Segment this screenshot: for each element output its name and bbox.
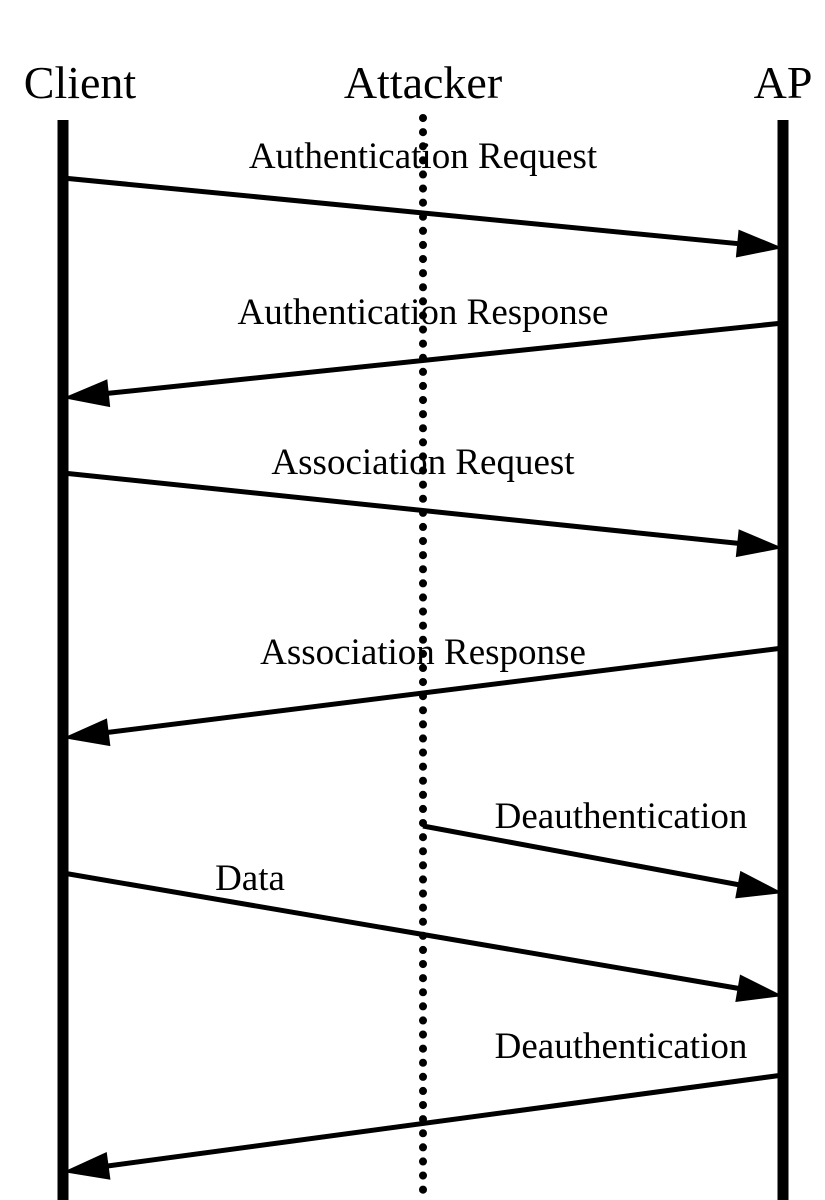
message-6: Data	[62, 858, 783, 1003]
message-1: Authentication Request	[62, 136, 783, 258]
lifeline-group	[57, 114, 789, 1200]
arrowhead-left-4	[63, 718, 111, 747]
message-line-4	[87, 645, 784, 738]
message-3: Association Request	[62, 442, 783, 558]
arrowhead-right-1	[735, 229, 783, 258]
message-line-7	[87, 1072, 784, 1172]
actor-label-ap: AP	[754, 57, 813, 108]
actor-label-client: Client	[24, 57, 137, 108]
message-label-2: Authentication Response	[238, 292, 609, 333]
message-label-3: Association Request	[271, 442, 575, 483]
message-label-6: Data	[215, 858, 285, 899]
message-label-5: Deauthentication	[495, 796, 748, 837]
arrowhead-right-6	[735, 974, 783, 1003]
message-7: Deauthentication	[63, 1026, 784, 1180]
message-line-1	[62, 175, 759, 249]
actor-label-attacker: Attacker	[344, 57, 502, 108]
message-4: Association Response	[63, 632, 784, 747]
arrowhead-right-5	[735, 870, 783, 899]
message-2: Authentication Response	[63, 292, 784, 408]
arrowhead-left-2	[63, 379, 111, 408]
message-line-2	[87, 320, 784, 398]
message-5: Deauthentication	[422, 796, 783, 899]
message-line-5	[422, 823, 759, 891]
message-line-6	[62, 870, 759, 995]
message-label-7: Deauthentication	[495, 1026, 748, 1067]
message-label-4: Association Response	[260, 632, 586, 673]
message-label-1: Authentication Request	[249, 136, 598, 177]
message-line-3	[62, 470, 759, 548]
arrowhead-right-3	[735, 529, 783, 558]
actor-label-group: Client Attacker AP	[24, 57, 813, 108]
arrowhead-left-7	[63, 1151, 111, 1180]
